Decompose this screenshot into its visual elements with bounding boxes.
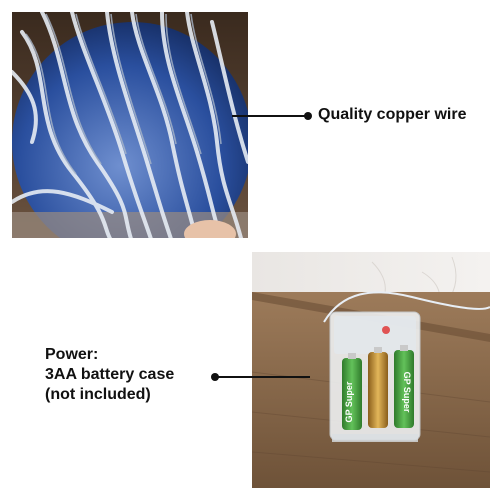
- battery-series-text: GP Super: [402, 372, 412, 413]
- copper-wire-photo: [12, 12, 248, 238]
- wire-leader-line: [232, 115, 308, 117]
- power-callout-line3: (not included): [45, 386, 151, 403]
- battery-brand-text: GP Super: [344, 381, 354, 422]
- power-callout-line2: 3AA battery case: [45, 366, 175, 383]
- power-leader-line: [215, 376, 310, 378]
- wire-callout-label: Quality copper wire: [318, 106, 467, 123]
- power-leader-dot: [211, 373, 219, 381]
- power-callout-line1: Power:: [45, 346, 99, 363]
- battery-case-photo: GP Super GP Super: [252, 252, 490, 488]
- wire-leader-dot: [304, 112, 312, 120]
- power-callout-label: Power: 3AA battery case (not included): [45, 345, 174, 405]
